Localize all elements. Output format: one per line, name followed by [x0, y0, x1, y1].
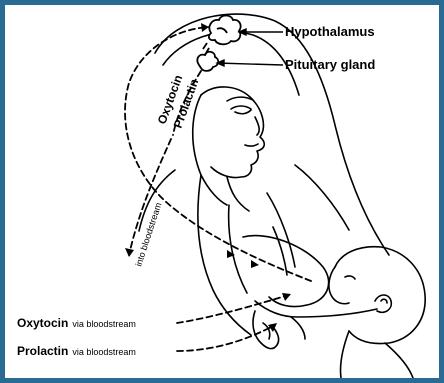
baby-face — [329, 267, 349, 304]
nose — [255, 117, 259, 135]
shoulder-right — [295, 165, 349, 230]
garment-right — [267, 193, 295, 267]
label-prolactin-bottom: Prolactinvia bloodstream — [17, 344, 136, 358]
hormone-pathways — [125, 27, 311, 351]
label-into-bloodstream: into bloodstream — [133, 201, 163, 267]
pituitary-shape — [197, 43, 218, 71]
eye — [231, 106, 251, 109]
label-pituitary-gland: Pituitary gland — [285, 57, 375, 72]
label-oxytocin-bottom: Oxytocinvia bloodstream — [17, 316, 136, 330]
garment-left — [198, 175, 251, 335]
diagram-canvas: Hypothalamus Pituitary gland Oxytocin Pr… — [5, 5, 439, 378]
baby-ear-inner — [381, 299, 387, 303]
baby-eye — [345, 276, 355, 279]
arm — [255, 301, 377, 317]
neck — [227, 177, 249, 211]
eyelash — [235, 110, 251, 114]
baby-body — [340, 331, 349, 378]
face-profile — [201, 87, 264, 178]
hair-front — [193, 95, 227, 205]
baby-blanket — [385, 343, 413, 378]
baby-hand — [291, 317, 305, 339]
breastfeeding-hormone-diagram: Hypothalamus Pituitary gland Oxytocin Pr… — [5, 5, 439, 378]
eyebrow — [227, 97, 253, 101]
mouth — [245, 144, 258, 146]
hair-outline — [155, 14, 389, 255]
hypothalamus-shape — [209, 16, 241, 45]
label-hypothalamus: Hypothalamus — [285, 24, 375, 39]
baby-ear-outer — [375, 295, 391, 312]
prolactin-bottom-path — [177, 325, 275, 351]
